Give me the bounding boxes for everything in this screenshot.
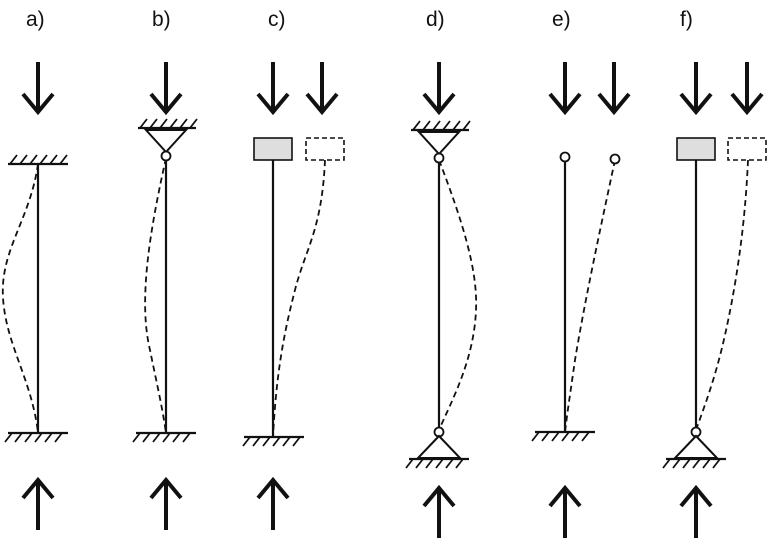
buckled-shape [1, 163, 39, 434]
pin-joint-top [160, 150, 172, 162]
hatch-bottom [531, 431, 590, 442]
hatch-top [139, 118, 198, 129]
panel-label-f: f) [680, 8, 693, 31]
load-arrow-top-displaced [305, 60, 339, 114]
pin-support-top [416, 131, 462, 156]
buckled-shape [144, 157, 167, 434]
pin-joint-top [433, 152, 445, 164]
hatch-top [9, 154, 68, 165]
panel-label-d: d) [426, 8, 445, 31]
panel-b [132, 60, 198, 532]
load-arrow-top [548, 60, 582, 114]
load-arrow-bottom [422, 486, 456, 540]
load-arrow-top [679, 60, 713, 114]
load-arrow-bottom [548, 486, 582, 540]
panel-a [1, 60, 68, 532]
load-block [676, 137, 716, 161]
load-arrow-top-displaced [730, 60, 764, 114]
load-block [253, 137, 293, 161]
load-arrow-bottom [679, 486, 713, 540]
panel-e [531, 60, 631, 540]
panel-f [662, 60, 767, 540]
hatch-bottom [132, 432, 191, 443]
load-arrow-top [422, 60, 456, 114]
panel-label-a: a) [26, 8, 45, 31]
load-arrow-top [149, 60, 183, 114]
pin-support-bottom [415, 434, 463, 459]
hatch-bottom [242, 436, 301, 447]
pin-support-bottom [672, 434, 720, 459]
free-end-top [559, 151, 571, 163]
load-arrow-bottom [256, 478, 290, 532]
free-end-top-displaced [609, 153, 621, 165]
buckled-shape [438, 159, 478, 431]
load-arrow-top [21, 60, 55, 114]
hatch-top [412, 120, 471, 131]
load-block-displaced [305, 137, 345, 161]
load-arrow-bottom [21, 478, 55, 532]
load-arrow-top-displaced [597, 60, 631, 114]
pin-support-top [143, 129, 189, 154]
load-arrow-bottom [149, 478, 183, 532]
buckled-shape [695, 159, 749, 431]
load-block-displaced [727, 137, 767, 161]
hatch-bottom [662, 458, 721, 469]
load-arrow-top [256, 60, 290, 114]
hatch-bottom [405, 458, 464, 469]
buckled-shape [272, 159, 326, 438]
panel-c [242, 60, 345, 532]
panel-label-b: b) [152, 8, 171, 31]
hatch-bottom [4, 432, 63, 443]
panel-d [405, 60, 478, 540]
panel-label-c: c) [268, 8, 286, 31]
panel-label-e: e) [552, 8, 571, 31]
buckled-shape [564, 159, 616, 433]
